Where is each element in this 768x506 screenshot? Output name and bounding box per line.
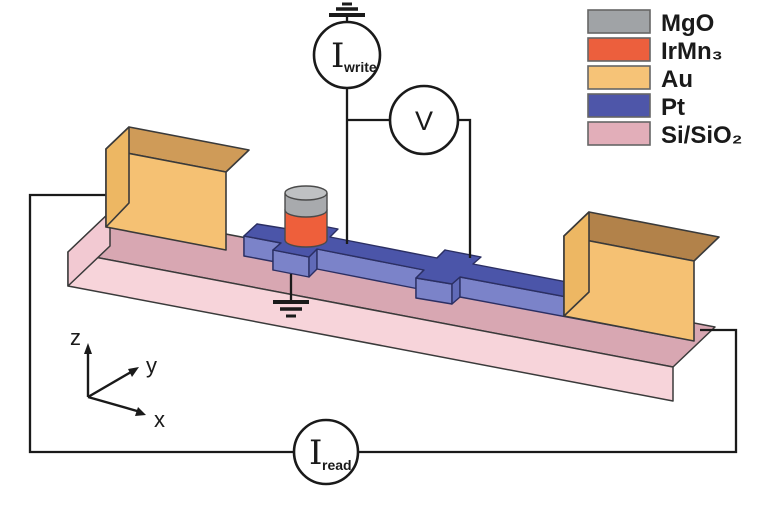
substrate-si-sio2 bbox=[67, 211, 716, 402]
legend-item-si-sio2: Si/SiO₂ bbox=[587, 121, 742, 149]
iwrite-symbol: I bbox=[331, 36, 344, 76]
legend-item-mgo: MgO bbox=[587, 9, 714, 37]
z-axis-arrowhead-icon bbox=[84, 343, 92, 354]
y-axis-line bbox=[87, 370, 132, 399]
au-right-side-face bbox=[563, 211, 590, 317]
ground-symbol-device bbox=[273, 274, 309, 318]
x-axis-label: x bbox=[154, 407, 165, 432]
pillar-irmn3-mgo bbox=[284, 185, 328, 248]
y-axis-label: y bbox=[146, 353, 157, 378]
wire-voltmeter-to-device bbox=[458, 118, 472, 258]
pillar-mgo-top-ellipse bbox=[284, 185, 328, 201]
legend-swatch-mgo bbox=[587, 9, 651, 34]
legend-label-si-sio2: Si/SiO₂ bbox=[661, 122, 742, 149]
legend-swatch-pt bbox=[587, 93, 651, 118]
iread-meter: I read bbox=[292, 418, 360, 486]
iread-symbol: I bbox=[309, 433, 322, 473]
iwrite-subscript: write bbox=[343, 59, 377, 75]
legend-item-irmn3: IrMn₃ bbox=[587, 37, 723, 65]
iread-subscript: read bbox=[322, 457, 352, 473]
iwrite-meter: I write bbox=[312, 2, 382, 90]
legend-item-pt: Pt bbox=[587, 93, 685, 121]
coordinate-axes bbox=[84, 343, 146, 416]
wire-left-to-iread bbox=[28, 193, 294, 454]
materials-legend: MgO IrMn₃ Au Pt Si/SiO₂ bbox=[587, 9, 742, 149]
legend-label-pt: Pt bbox=[661, 94, 685, 121]
z-axis-label: z bbox=[70, 325, 81, 350]
voltmeter-circle bbox=[388, 84, 460, 156]
voltmeter: V bbox=[388, 84, 460, 156]
legend-swatch-irmn3 bbox=[587, 37, 651, 62]
au-left-side-face bbox=[105, 126, 130, 228]
circuit-wires bbox=[28, 88, 738, 454]
legend-item-au: Au bbox=[587, 65, 693, 93]
voltmeter-symbol: V bbox=[415, 106, 433, 136]
x-axis-arrowhead-icon bbox=[135, 407, 146, 416]
wire-iread-to-right-pad bbox=[358, 328, 738, 454]
iwrite-meter-circle bbox=[312, 20, 382, 90]
iread-meter-circle bbox=[292, 418, 360, 486]
x-axis-line bbox=[87, 395, 138, 413]
legend-label-mgo: MgO bbox=[661, 10, 714, 37]
legend-swatch-si-sio2 bbox=[587, 121, 651, 146]
legend-label-au: Au bbox=[661, 66, 693, 93]
au-pad-right bbox=[563, 211, 720, 342]
y-axis-arrowhead-icon bbox=[128, 367, 139, 377]
legend-label-irmn3: IrMn₃ bbox=[661, 38, 723, 65]
au-pad-left bbox=[105, 126, 250, 251]
substrate-left-face bbox=[67, 211, 111, 287]
legend-swatch-au bbox=[587, 65, 651, 90]
